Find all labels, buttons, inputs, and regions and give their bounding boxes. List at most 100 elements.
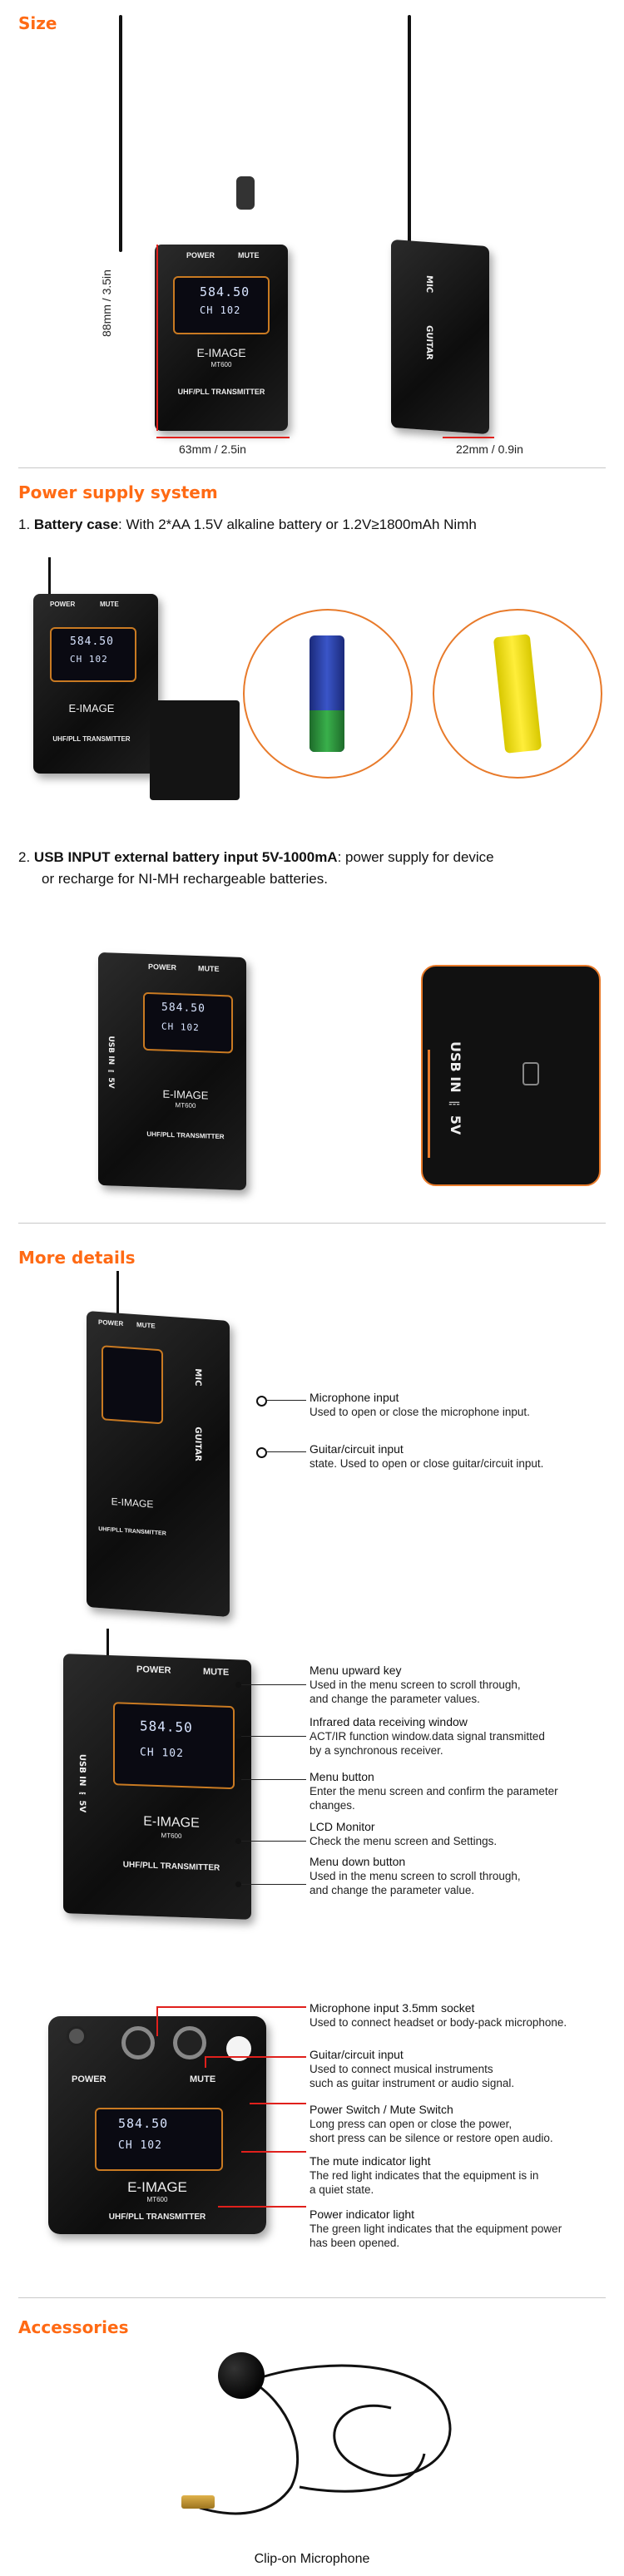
callout-line: [218, 2206, 306, 2208]
callout-line: [266, 1400, 306, 1401]
detail-body: Used in the menu screen to scroll throug…: [310, 1870, 521, 1896]
lcd-screen: 584.50 CH 102: [95, 2108, 223, 2171]
screen-channel: CH 102: [140, 1746, 184, 1761]
mute-label: MUTE: [238, 251, 260, 260]
detail-title: Menu upward key: [310, 1664, 402, 1677]
brand-name: E-IMAGE: [68, 702, 115, 714]
callout-marker: [256, 1447, 267, 1458]
antenna: [119, 15, 122, 252]
mute-label: MUTE: [198, 964, 220, 973]
battery-band: [310, 710, 344, 752]
accessory-caption: Clip-on Microphone: [254, 2552, 370, 2566]
callout-line: [241, 1779, 306, 1780]
side-mic-label: MIC: [193, 1367, 202, 1387]
callout-marker: [256, 1396, 267, 1407]
detail-title: Microphone input: [310, 1391, 399, 1404]
callout-line: [205, 2056, 206, 2068]
height-dim-line: [156, 245, 158, 431]
detail-note: Guitar/circuit input state. Used to open…: [310, 1442, 617, 1471]
callout-line: [205, 2056, 306, 2058]
mute-label: MUTE: [203, 1666, 230, 1679]
power-label: POWER: [136, 1664, 171, 1676]
detail-body: Enter the menu screen and confirm the pa…: [310, 1785, 558, 1812]
screen-frequency: 584.50: [118, 2116, 169, 2131]
item-text: : With 2*AA 1.5V alkaline battery or 1.2…: [118, 517, 477, 532]
detail-note: The mute indicator light The red light i…: [310, 2154, 617, 2197]
detail-title: Guitar/circuit input: [310, 1442, 404, 1456]
detail-title: Guitar/circuit input: [310, 2048, 404, 2061]
screen-channel: CH 102: [161, 1021, 200, 1034]
antenna-side: [408, 15, 411, 248]
screen-channel: CH 102: [118, 2139, 162, 2152]
section-title-details: More details: [18, 1248, 136, 1268]
mute-label: MUTE: [136, 1321, 156, 1330]
device-body: POWER MUTE 584.50 CH 102 E-IMAGE MT600 U…: [48, 2016, 266, 2234]
mute-label: MUTE: [190, 2074, 216, 2084]
callout-line: [241, 1841, 306, 1842]
detail-body: The red light indicates that the equipme…: [310, 2169, 539, 2196]
lcd-screen: 584.50 CH 102: [113, 1702, 235, 1790]
device-body: POWER MUTE USB IN ⎓ 5V 584.50 CH 102 E-I…: [98, 952, 246, 1191]
detail-body: ACT/IR function window.data signal trans…: [310, 1730, 545, 1757]
detail-title: Menu button: [310, 1770, 374, 1783]
device-body: POWER MUTE 584.50 CH 102 E-IMAGE UHF/PLL…: [33, 594, 158, 774]
screen-channel: CH 102: [70, 654, 108, 665]
callout-line: [241, 2151, 306, 2153]
callout-line: [250, 2103, 306, 2104]
usb-port-zoom-image: USB IN ⎓ 5V: [421, 965, 601, 1186]
usb-label-zoom: USB IN ⎓ 5V: [448, 1041, 463, 1135]
callout-line: [241, 1684, 306, 1685]
depth-dimension: 22mm / 0.9in: [456, 443, 523, 456]
mic-socket: [121, 2026, 155, 2059]
detail-body: The green light indicates that the equip…: [310, 2222, 562, 2249]
brand-name: E-IMAGE: [127, 2179, 187, 2195]
height-dimension: 88mm / 3.5in: [100, 269, 113, 337]
screen-channel: CH 102: [200, 304, 241, 316]
width-dimension: 63mm / 2.5in: [179, 443, 246, 456]
divider: [18, 2297, 606, 2298]
device-side-body: MIC GUITAR: [391, 239, 489, 435]
detail-body: Used to open or close the microphone inp…: [310, 1406, 530, 1418]
detail-note: Power Switch / Mute Switch Long press ca…: [310, 2103, 617, 2145]
connector: [236, 176, 255, 210]
power-label: POWER: [98, 1318, 124, 1328]
device-subtitle: UHF/PLL TRANSMITTER: [108, 2213, 206, 2222]
side-guitar-label: GUITAR: [424, 324, 433, 360]
brand-name: E-IMAGE: [196, 346, 246, 359]
device-body: POWER MUTE USB IN ⎓ 5V 584.50 CH 102 E-I…: [63, 1654, 251, 1920]
detail-title: LCD Monitor: [310, 1820, 375, 1833]
power-label: POWER: [50, 601, 76, 608]
detail-title: Infrared data receiving window: [310, 1715, 468, 1728]
detail-title: Microphone input 3.5mm socket: [310, 2001, 475, 2015]
detail-title: Power indicator light: [310, 2208, 415, 2221]
detail-body: Long press can open or close the power, …: [310, 2118, 553, 2144]
detail-note: Menu button Enter the menu screen and co…: [310, 1770, 617, 1812]
item-text-2: or recharge for NI-MH rechargeable batte…: [42, 871, 328, 887]
alkaline-battery-image: [243, 609, 413, 779]
detail-note: Menu upward key Used in the menu screen …: [310, 1664, 617, 1706]
section-title-size: Size: [18, 13, 57, 33]
screen-frequency: 584.50: [140, 1718, 193, 1736]
section-title-accessories: Accessories: [18, 2317, 129, 2337]
brand-name: E-IMAGE: [111, 1496, 154, 1510]
lcd-screen: 584.50 CH 102: [50, 627, 136, 682]
detail-body: Used to connect headset or body-pack mic…: [310, 2016, 567, 2029]
detail-body: state. Used to open or close guitar/circ…: [310, 1457, 544, 1470]
power-label: POWER: [72, 2074, 106, 2084]
item-label: USB INPUT external battery input 5V-1000…: [33, 849, 338, 865]
detail-body: Used in the menu screen to scroll throug…: [310, 1679, 521, 1705]
device-subtitle: UHF/PLL TRANSMITTER: [122, 1860, 220, 1873]
detail-title: Power Switch / Mute Switch: [310, 2103, 453, 2116]
lcd-screen: 584.50 CH 102: [143, 991, 233, 1054]
device-subtitle: UHF/PLL TRANSMITTER: [177, 388, 265, 396]
screen-frequency: 584.50: [200, 284, 250, 299]
callout-line: [156, 2006, 158, 2036]
guitar-socket: [173, 2026, 206, 2059]
detail-note: Microphone input Used to open or close t…: [310, 1391, 617, 1419]
callout-marker: [235, 1777, 241, 1782]
usb-label: USB IN ⎓ 5V: [106, 1036, 115, 1089]
mute-label: MUTE: [100, 601, 119, 608]
edge-line: [428, 1050, 430, 1158]
screen-frequency: 584.50: [70, 635, 114, 648]
detail-body: Check the menu screen and Settings.: [310, 1835, 498, 1847]
